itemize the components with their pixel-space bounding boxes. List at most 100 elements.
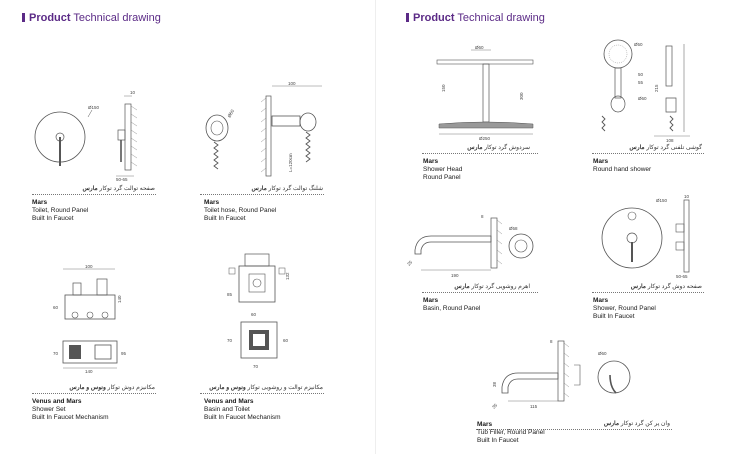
caption-divider	[476, 429, 672, 430]
product-desc: Built In Faucet	[204, 214, 246, 222]
dim-text: Ø58	[509, 226, 518, 231]
drawing-toilet-hose: 100 Ø60 L=120cm	[200, 80, 330, 185]
dim-text: Ø50	[634, 42, 643, 47]
product-name: Mars	[423, 158, 439, 165]
header-title: Technical drawing	[73, 12, 161, 24]
product-name: Mars	[593, 297, 609, 304]
product-caption: Mars Tub Filler, Round Panel Built In Fa…	[477, 421, 545, 444]
dim-text: 50	[638, 72, 644, 77]
product-desc: Built In Faucet Mechanism	[32, 413, 109, 421]
drawing-basin-toilet-mechanism: 132 85 60 70 60 70	[215, 250, 315, 375]
drawing-hand-shower: Ø50 50 55 215 Ø60 108	[594, 36, 694, 144]
dim-text: 50-65	[116, 177, 128, 182]
product-desc: Basin and Toilet	[204, 405, 250, 413]
caption-divider	[200, 393, 324, 394]
dim-text: 70	[253, 364, 259, 369]
caption-divider	[422, 292, 538, 293]
header-title: Technical drawing	[457, 12, 545, 24]
product-caption: Mars Basin, Round Panel	[423, 297, 480, 313]
product-caption: Mars Shower, Round Panel Built In Faucet	[593, 297, 656, 320]
drawing-basin-spout: 8 25 190 Ø58	[401, 210, 541, 280]
product-desc: Round hand shower	[593, 165, 652, 173]
caption-divider	[592, 292, 704, 293]
dim-text: L=120cm	[288, 153, 293, 172]
dim-text: 95	[121, 351, 127, 356]
product-desc: Basin, Round Panel	[423, 304, 481, 312]
product-caption: Mars Toilet, Round Panel Built In Faucet	[32, 199, 88, 222]
header-accent-bar	[406, 13, 409, 22]
persian-caption: شلنگ توالت گرد توکار مارس	[251, 186, 323, 192]
dim-text: Ø60	[638, 96, 647, 101]
dim-text: 60	[53, 305, 59, 310]
drawing-shower-round-panel: Ø150 10 50-65	[598, 190, 698, 280]
dim-text: 215	[654, 84, 659, 92]
dim-text: 70	[227, 338, 233, 343]
drawing-toilet-round-panel: Ø150 10 50-65	[30, 82, 150, 182]
dim-text: 55	[638, 80, 644, 85]
caption-divider	[32, 393, 156, 394]
product-desc: Shower Head	[423, 165, 463, 173]
dim-text: 100	[85, 265, 93, 269]
product-caption: Mars Shower Head Round Panel	[423, 158, 462, 181]
persian-caption: صفحه دوش گرد توکار مارس	[630, 284, 702, 290]
product-name: Mars	[423, 297, 439, 304]
dim-text: 38	[492, 381, 497, 387]
product-desc: Toilet, Round Panel	[32, 206, 89, 214]
product-name: Mars	[32, 199, 48, 206]
page-header: Product Technical drawing	[406, 12, 545, 24]
dim-text: Ø250	[479, 136, 491, 141]
header-accent-bar	[22, 13, 25, 22]
product-name: Mars	[593, 158, 609, 165]
dim-text: 85	[227, 292, 233, 297]
persian-caption: اهرم روشویی گرد توکار مارس	[454, 284, 530, 290]
dim-text: 115	[530, 404, 538, 409]
product-desc: Toilet hose, Round Panel	[204, 206, 277, 214]
dim-text: 60	[283, 338, 289, 343]
dim-text: 35	[491, 402, 498, 409]
product-desc: Built In Faucet	[477, 436, 519, 444]
caption-divider	[592, 153, 704, 154]
dim-text: 150	[441, 84, 446, 92]
product-desc: Shower Set	[32, 405, 66, 413]
dim-text: 50-65	[676, 274, 688, 279]
dim-text: Ø150	[656, 198, 668, 203]
product-caption: Venus and Mars Basin and Toilet Built In…	[204, 398, 281, 421]
dim-text: Ø60	[227, 108, 236, 118]
dim-text: 10	[130, 90, 136, 95]
dim-text: 100	[288, 81, 296, 86]
product-desc: Built In Faucet	[593, 312, 635, 320]
header-bold: Product	[29, 12, 71, 24]
product-name: Venus and Mars	[204, 398, 254, 405]
dim-text: 108	[666, 138, 674, 143]
product-caption: Mars Toilet hose, Round Panel Built In F…	[204, 199, 276, 222]
dim-text: 70	[53, 351, 59, 356]
dim-text: Ø60	[475, 45, 484, 50]
dim-text: Ø60	[598, 351, 607, 356]
left-page: Product Technical drawing Ø150 10 50-65 …	[22, 12, 330, 421]
dim-text: 10	[684, 194, 690, 199]
product-desc: Tub Filler, Round Panel	[477, 428, 545, 436]
header-bold: Product	[413, 12, 455, 24]
right-page: Product Technical drawing Ø60 150 300 Ø2…	[375, 0, 750, 454]
dim-text: 60	[251, 312, 257, 317]
dim-text: 140	[85, 369, 93, 374]
persian-caption: مکانیزم توالت و روشویی توکار ونوس و مارس	[209, 385, 323, 391]
dim-text: 25	[406, 259, 413, 266]
persian-caption: وان پر کن گرد توکار مارس	[603, 421, 670, 427]
product-desc: Shower, Round Panel	[593, 304, 656, 312]
dim-text: 190	[451, 273, 459, 278]
product-name: Venus and Mars	[32, 398, 82, 405]
product-name: Mars	[204, 199, 220, 206]
dim-text: 140	[117, 295, 122, 303]
caption-divider	[32, 194, 156, 195]
persian-caption: گوشی تلفنی گرد توکار مارس	[629, 145, 702, 151]
drawing-tub-filler: 8 38 115 35 Ø60	[486, 335, 646, 415]
drawing-shower-head: Ø60 150 300 Ø250	[431, 42, 541, 142]
caption-divider	[200, 194, 324, 195]
product-caption: Venus and Mars Shower Set Built In Fauce…	[32, 398, 109, 421]
dim-text: 8	[550, 339, 553, 344]
product-caption: Mars Round hand shower	[593, 158, 651, 174]
dim-text: Ø150	[88, 105, 100, 110]
caption-divider	[422, 153, 538, 154]
product-desc: Built In Faucet	[32, 214, 74, 222]
